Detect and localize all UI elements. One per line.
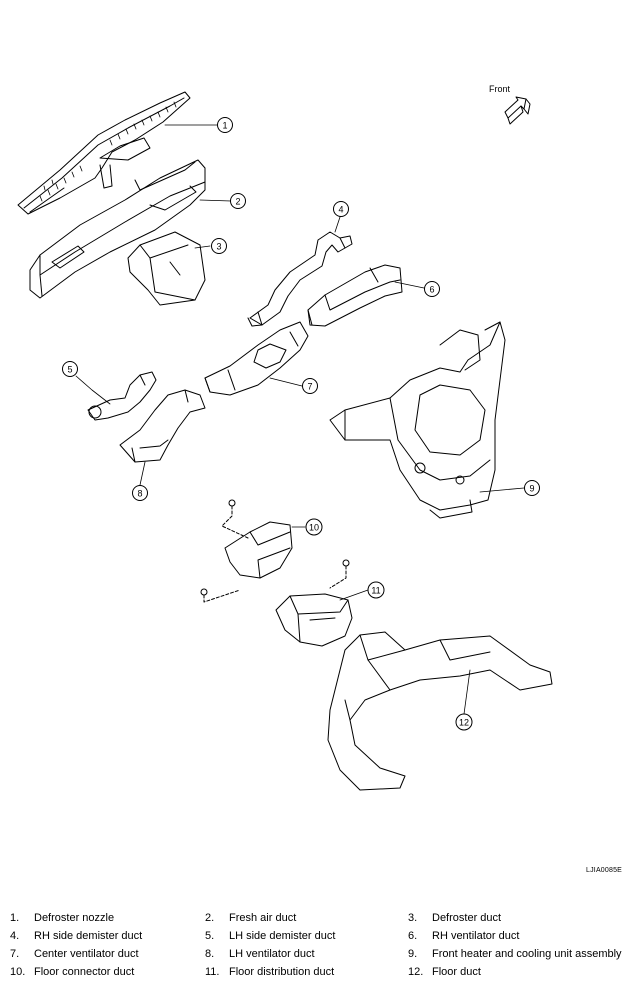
callout-7: 7 [302,378,318,394]
floor-duct [327,631,553,791]
svg-text:6: 6 [429,285,434,295]
callout-10: 10 [305,518,323,536]
callout-1: 1 [217,117,233,133]
front-arrow-icon [504,96,531,125]
duct-exploded-diagram: 1 2 3 4 6 7 5 8 9 10 11 12 [17,91,553,791]
legend-item: 8.LH ventilator duct [205,948,315,960]
svg-text:11: 11 [371,586,380,596]
front-heater-cooling-unit [329,321,506,519]
floor-connector-duct [200,499,350,603]
svg-text:5: 5 [67,365,72,375]
callout-6: 6 [424,281,440,297]
svg-text:1: 1 [222,121,227,131]
lh-side-demister-duct [87,371,157,421]
fresh-air-duct [29,159,206,299]
svg-text:12: 12 [459,718,469,728]
legend-item: 3.Defroster duct [408,912,502,924]
svg-text:9: 9 [529,484,534,494]
legend-item: 1.Defroster nozzle [10,912,115,924]
svg-text:4: 4 [338,205,343,215]
lh-ventilator-duct [119,389,206,463]
callout-11: 11 [367,581,385,599]
rh-ventilator-duct [307,264,403,327]
legend-item: 5.LH side demister duct [205,930,336,942]
legend-item: 4.RH side demister duct [10,930,143,942]
callout-5: 5 [62,361,78,377]
legend-item: 6.RH ventilator duct [408,930,520,942]
svg-text:3: 3 [216,242,221,252]
callout-9: 9 [524,480,540,496]
legend-item: 2.Fresh air duct [205,912,297,924]
legend-item: 9.Front heater and cooling unit assembly [408,948,622,960]
callout-2: 2 [230,193,246,209]
rh-side-demister-duct [247,231,353,327]
legend-item: 11.Floor distribution duct [205,966,335,978]
leader-lines [75,124,525,715]
svg-text:2: 2 [235,197,240,207]
legend-item: 10.Floor connector duct [10,966,135,978]
callout-12: 12 [455,713,473,731]
defroster-nozzle [17,91,191,215]
callout-4: 4 [333,201,349,217]
center-ventilator-duct [204,321,309,396]
floor-distribution-duct [275,593,353,647]
svg-text:7: 7 [307,382,312,392]
legend-item: 12.Floor duct [408,966,481,978]
svg-text:8: 8 [137,489,142,499]
svg-text:10: 10 [309,523,319,533]
callout-8: 8 [132,485,148,501]
front-label: Front [489,84,511,94]
legend-item: 7.Center ventilator duct [10,948,139,960]
defroster-duct [127,231,206,306]
drawing-code: LJIA0085E [586,867,623,874]
callout-3: 3 [211,238,227,254]
